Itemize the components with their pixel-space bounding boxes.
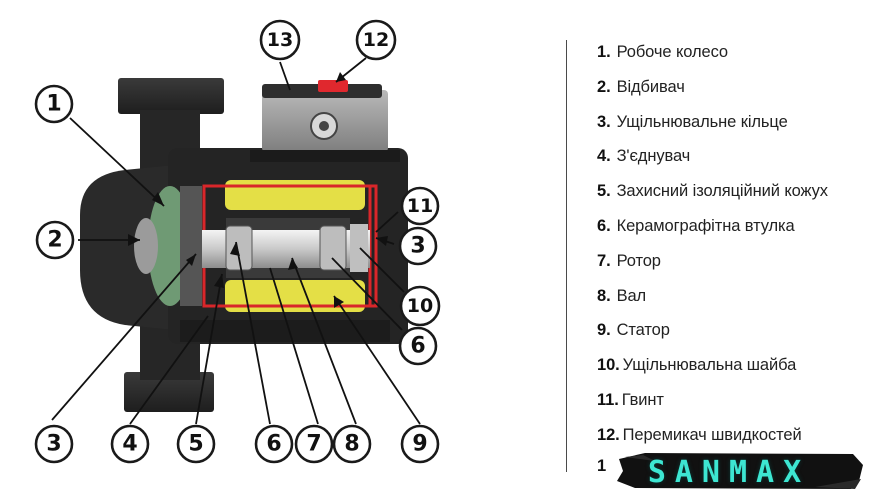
callout-2: 2 (35, 220, 75, 260)
svg-text:12: 12 (363, 29, 389, 51)
callout-7: 7 (294, 424, 334, 464)
svg-text:3: 3 (410, 234, 425, 259)
callout-6-bottom: 6 (254, 424, 294, 464)
callout-11: 11 (400, 186, 440, 226)
parts-legend: 1.Робоче колесо 2.Відбивач 3.Ущільнюваль… (597, 38, 865, 456)
callout-5: 5 (176, 424, 216, 464)
callout-3-left: 3 (34, 424, 74, 464)
callout-4: 4 (110, 424, 150, 464)
svg-text:13: 13 (267, 29, 293, 51)
legend-item: 11.Гвинт (597, 390, 664, 409)
rotor-and-shaft (198, 218, 370, 278)
legend-item: 9.Статор (597, 321, 670, 340)
legend-item: 12.Перемикач швидкостей (597, 425, 802, 444)
legend-item-13-number: 1 (597, 457, 607, 475)
legend-divider (566, 40, 567, 472)
svg-text:6: 6 (410, 334, 425, 359)
brand-logo-bg (617, 453, 863, 489)
svg-text:1: 1 (46, 92, 61, 117)
legend-item: 2.Відбивач (597, 77, 685, 96)
callout-8: 8 (332, 424, 372, 464)
pump-cutaway-diagram: 1 2 3 4 5 6 7 8 9 6 10 3 11 12 13 (34, 19, 441, 464)
legend-item: 8.Вал (597, 286, 647, 305)
legend-item: 6.Керамографітна втулка (597, 216, 795, 235)
speed-switch (318, 80, 348, 92)
brand-logo-text: SANMAX (647, 455, 811, 490)
callout-3-right: 3 (398, 226, 438, 266)
callout-9: 9 (400, 424, 440, 464)
callout-6-right: 6 (398, 326, 438, 366)
svg-text:10: 10 (407, 295, 433, 317)
impeller (134, 186, 202, 306)
legend-item: 3.Ущільнювальне кільце (597, 112, 788, 131)
legend-item: 4.З'єднувач (597, 147, 691, 166)
svg-text:11: 11 (407, 195, 433, 217)
legend-last-row: 1 SANMAX (597, 451, 867, 490)
svg-text:9: 9 (412, 432, 427, 457)
svg-text:3: 3 (46, 432, 61, 457)
svg-text:6: 6 (266, 432, 281, 457)
svg-text:4: 4 (122, 432, 137, 457)
svg-text:8: 8 (344, 432, 359, 457)
callout-13: 13 (259, 19, 301, 61)
legend-item: 1.Робоче колесо (597, 43, 728, 61)
terminal-box (250, 80, 400, 162)
legend-item: 5.Захисний ізоляційний кожух (597, 182, 828, 201)
legend-item: 10.Ущільнювальна шайба (597, 356, 797, 375)
legend-item: 7.Ротор (597, 251, 661, 270)
svg-text:5: 5 (188, 432, 203, 457)
callout-1: 1 (34, 84, 74, 124)
svg-text:2: 2 (47, 228, 62, 253)
callout-10: 10 (399, 285, 441, 327)
svg-text:7: 7 (306, 432, 321, 457)
callout-12: 12 (355, 19, 397, 61)
leader-lines (51, 57, 421, 425)
